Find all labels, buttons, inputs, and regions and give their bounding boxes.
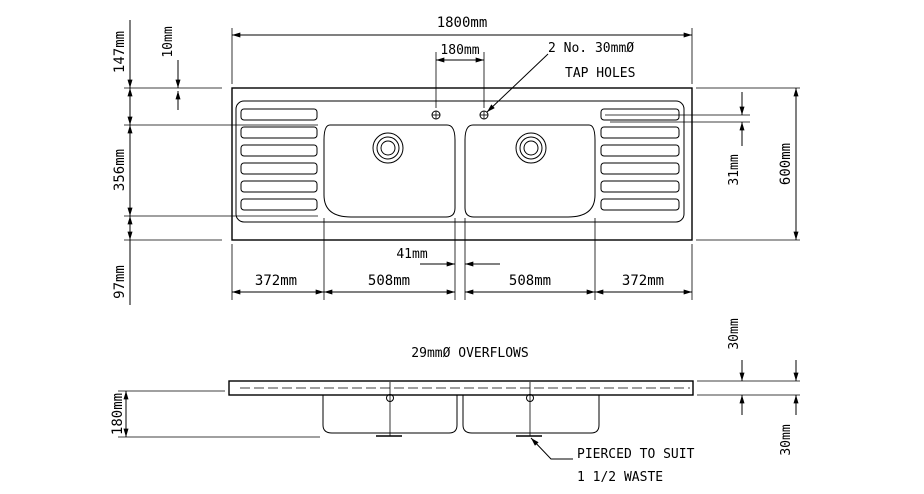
bowl-depth-plan-label: 356mm	[112, 149, 128, 191]
left-bowl	[323, 124, 456, 218]
section-right-bowl	[462, 395, 600, 434]
sink-outline	[231, 87, 693, 241]
bowl-gap-label: 41mm	[396, 247, 427, 262]
drainer-left-label: 372mm	[255, 273, 297, 289]
waste-note-line2: 1 1/2 WASTE	[577, 470, 663, 485]
section-bottom-label: 30mm	[779, 424, 794, 455]
bowl-depth-section-label: 180mm	[110, 393, 126, 435]
right-drainer-ribs	[600, 108, 680, 211]
tap-holes-note-line2: TAP HOLES	[565, 66, 635, 81]
right-bowl	[464, 124, 596, 218]
back-upstand-label: 147mm	[112, 31, 128, 73]
upstand-lip-label: 10mm	[161, 26, 176, 57]
left-waste	[372, 132, 404, 164]
overall-length-label: 1800mm	[437, 15, 488, 31]
tap-hole-left	[431, 110, 441, 120]
drainer-right-label: 372mm	[622, 273, 664, 289]
overall-width-label: 600mm	[778, 143, 794, 185]
front-margin-label: 97mm	[112, 265, 128, 299]
bowl-left-label: 508mm	[368, 273, 410, 289]
tap-hole-right	[479, 110, 489, 120]
tap-spacing-label: 180mm	[440, 43, 479, 58]
bowl-right-label: 508mm	[509, 273, 551, 289]
section-top-label: 30mm	[727, 318, 742, 349]
sink-inner-rim	[235, 100, 685, 223]
waste-note-line1: PIERCED TO SUIT	[577, 447, 695, 462]
right-waste	[515, 132, 547, 164]
overflow-right	[526, 382, 534, 436]
section-left-bowl	[322, 395, 458, 434]
section-top-plate	[228, 380, 694, 396]
left-drainer-ribs	[240, 108, 318, 211]
tap-holes-note-line1: 2 No. 30mmØ	[548, 41, 634, 56]
overflow-left	[386, 382, 394, 436]
plan-view: 1800mm 180mm 2 No. 30mmØ TAP HOLES 41mm …	[112, 15, 800, 305]
section-view: 29mmØ OVERFLOWS 180mm 30mm	[110, 318, 800, 485]
tap-offset-label: 31mm	[727, 154, 742, 185]
overflows-note: 29mmØ OVERFLOWS	[411, 346, 528, 361]
